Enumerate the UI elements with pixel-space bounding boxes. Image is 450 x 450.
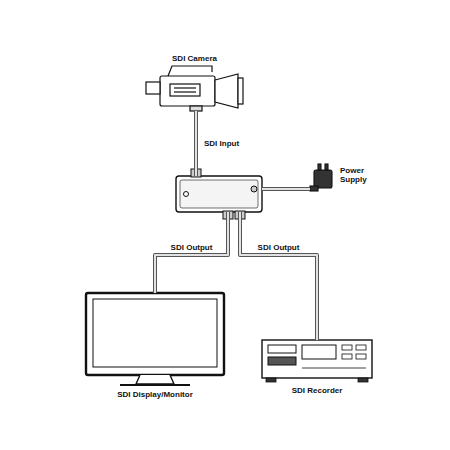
recorder-node: SDI Recorder bbox=[262, 340, 372, 382]
monitor-node: SDI Display/Monitor bbox=[86, 293, 224, 386]
cable-label: SDI Output bbox=[256, 243, 302, 252]
camera-icon bbox=[146, 66, 243, 111]
camera-node: SDI Camera bbox=[146, 66, 243, 111]
cable-outline bbox=[240, 212, 317, 340]
cable-core bbox=[155, 212, 228, 293]
power-supply-node: Power Supply bbox=[310, 164, 332, 191]
sdi-cable bbox=[155, 212, 228, 293]
cable-outline bbox=[155, 212, 228, 293]
cable-outline bbox=[194, 111, 198, 176]
cable-core bbox=[195, 111, 197, 176]
node-label: SDI Recorder bbox=[292, 386, 343, 395]
cable-core bbox=[262, 188, 310, 190]
cable-outline bbox=[262, 187, 310, 191]
node-label: SDI Camera bbox=[172, 54, 217, 63]
converter-node bbox=[176, 176, 262, 212]
cable-label: SDI Input bbox=[202, 139, 241, 148]
node-label: Power Supply bbox=[340, 166, 376, 184]
cable-label: SDI Output bbox=[169, 243, 215, 252]
sdi-cable bbox=[240, 212, 317, 340]
converter-box bbox=[176, 169, 262, 219]
sdi-cable bbox=[196, 111, 197, 176]
monitor-icon bbox=[86, 293, 224, 385]
power-adapter-icon bbox=[310, 164, 332, 191]
cable-core bbox=[240, 212, 317, 340]
node-label: SDI Display/Monitor bbox=[117, 390, 193, 399]
recorder-icon bbox=[262, 340, 372, 382]
sdi-cable bbox=[262, 189, 310, 190]
